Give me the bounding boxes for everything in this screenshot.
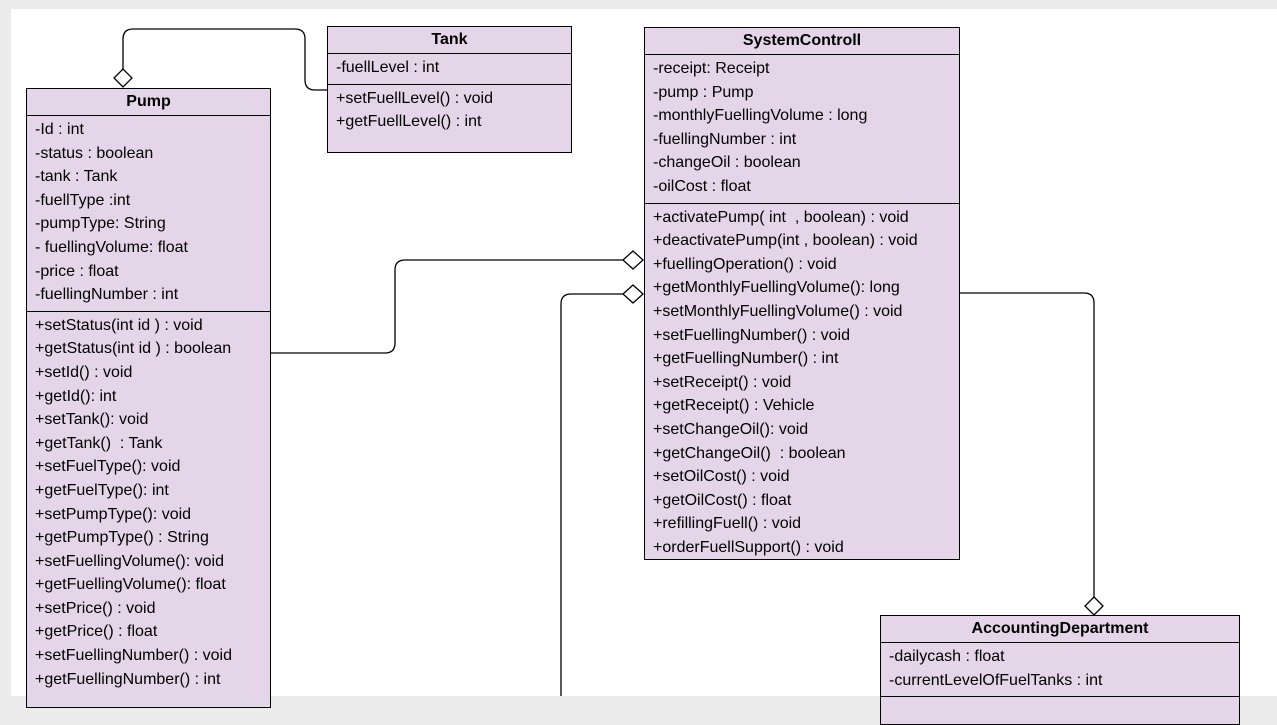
attribute-row: -status : boolean <box>35 144 154 162</box>
method-row: +getFuellLevel() : int <box>336 113 482 131</box>
method-row: +getPrice() : float <box>35 623 158 641</box>
attribute-row: -tank : Tank <box>35 168 118 186</box>
method-row: +setFuellingNumber() : void <box>653 326 850 344</box>
method-row: +getChangeOil() : boolean <box>653 444 846 462</box>
method-row: +setTank(): void <box>35 411 149 429</box>
association-lines <box>113 28 1104 696</box>
method-row: +getFuelType(): int <box>35 481 169 499</box>
methods-section: +activatePump( int , boolean) : void +dea… <box>645 204 959 564</box>
attribute-row: -monthlyFuellingVolume : long <box>653 107 868 125</box>
methods-section: +setFuellLevel() : void +getFuellLevel() … <box>328 85 571 138</box>
methods-section <box>881 697 1239 703</box>
attribute-row: -Id : int <box>35 121 84 138</box>
attribute-row: -pump : Pump <box>653 83 754 101</box>
method-row: +setOilCost() : void <box>653 468 790 486</box>
class-title: Pump <box>27 89 270 116</box>
method-row: +getOilCost() : float <box>653 491 792 509</box>
method-row: +getStatus(int id ) : boolean <box>35 340 232 358</box>
method-row: +setStatus(int id ) : void <box>35 316 203 334</box>
attribute-row: -pumpType: String <box>35 215 166 233</box>
attribute-row: -currentLevelOfFuelTanks : int <box>889 671 1103 689</box>
attributes-section: -fuellLevel : int <box>328 54 571 85</box>
method-row: +getReceipt() : Vehicle <box>653 397 815 415</box>
method-row: +setFuellingNumber() : void <box>35 647 232 665</box>
method-row: +fuellingOperation() : void <box>653 255 837 273</box>
method-row: +setId() : void <box>35 363 133 381</box>
method-row: +getMonthlyFuellingVolume(): long <box>653 279 900 297</box>
pump-system-connector <box>271 259 623 354</box>
attribute-row: -fuellLevel : int <box>336 59 440 76</box>
method-row: +setPumpType(): void <box>35 505 192 523</box>
attribute-row: -receipt: Receipt <box>653 60 770 77</box>
class-system-controll[interactable]: SystemControll -receipt: Receipt -pump : … <box>644 27 960 560</box>
method-row: +deactivatePump(int , boolean) : void <box>653 232 918 250</box>
method-row: +setFuelType(): void <box>35 458 181 476</box>
class-pump[interactable]: Pump -Id : int -status : boolean -tank : T… <box>26 88 271 708</box>
system-lower-connector <box>560 293 623 696</box>
system-accounting-connector <box>959 292 1095 597</box>
accounting-aggregation-diamond <box>1084 596 1104 616</box>
system-aggregation-diamond-pump <box>622 250 644 270</box>
class-title: SystemControll <box>645 28 959 55</box>
method-row: +setReceipt() : void <box>653 373 792 391</box>
methods-section: +setStatus(int id ) : void +getStatus(int… <box>27 312 270 696</box>
method-row: +getFuellingVolume(): float <box>35 576 226 594</box>
attribute-row: - fuellingVolume: float <box>35 238 188 256</box>
pump-aggregation-diamond <box>113 68 133 88</box>
attributes-section: -Id : int -status : boolean -tank : Tank -f… <box>27 116 270 312</box>
class-title: Tank <box>328 27 571 54</box>
method-row: +setFuellingVolume(): void <box>35 552 224 570</box>
method-row: +getFuellingNumber() : int <box>653 350 839 368</box>
system-aggregation-diamond-lower <box>622 284 644 304</box>
method-row: +setPrice() : void <box>35 599 156 617</box>
attributes-section: -dailycash : float -currentLevelOfFuelTan… <box>881 643 1239 698</box>
tank-pump-connector <box>122 28 328 91</box>
method-row: +setMonthlyFuellingVolume() : void <box>653 302 903 320</box>
method-row: +getFuellingNumber() : int <box>35 670 221 688</box>
method-row: +getId(): int <box>35 387 117 405</box>
attribute-row: -dailycash : float <box>889 648 1005 665</box>
method-row: +setFuellLevel() : void <box>336 89 493 107</box>
attribute-row: -oilCost : float <box>653 177 751 195</box>
attributes-section: -receipt: Receipt -pump : Pump -monthlyFue… <box>645 55 959 204</box>
attribute-row: -fuellingNumber : int <box>653 130 797 148</box>
attribute-row: -price : float <box>35 262 119 280</box>
method-row: +getPumpType() : String <box>35 529 209 547</box>
class-title: AccountingDepartment <box>881 616 1239 643</box>
method-row: +getTank() : Tank <box>35 434 163 452</box>
attribute-row: -fuellingNumber : int <box>35 286 179 304</box>
attribute-row: -fuellType :int <box>35 191 131 209</box>
method-row: +refillingFuell() : void <box>653 515 802 533</box>
method-row: +activatePump( int , boolean) : void <box>653 208 909 226</box>
class-accounting-department[interactable]: AccountingDepartment -dailycash : float-… <box>880 615 1240 725</box>
method-row: +orderFuellSupport() : void <box>653 538 844 556</box>
attribute-row: -changeOil : boolean <box>653 154 801 172</box>
diagram-canvas: Tank -fuellLevel : int +setFuellLevel() … <box>11 9 1277 725</box>
method-row: +setChangeOil(): void <box>653 420 809 438</box>
class-tank[interactable]: Tank -fuellLevel : int +setFuellLevel() … <box>327 26 572 153</box>
